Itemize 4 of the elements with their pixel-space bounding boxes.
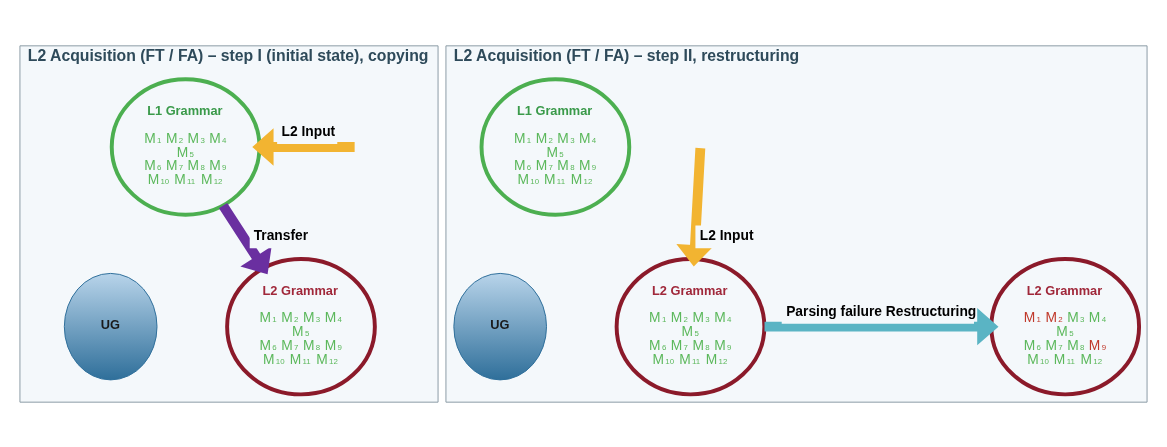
edge-label: L2 Input [281, 123, 336, 139]
edge-label: Parsing failure Restructuring [786, 303, 977, 318]
edge-label: L2 Input [699, 227, 754, 243]
edge-label: Transfer [253, 227, 309, 243]
